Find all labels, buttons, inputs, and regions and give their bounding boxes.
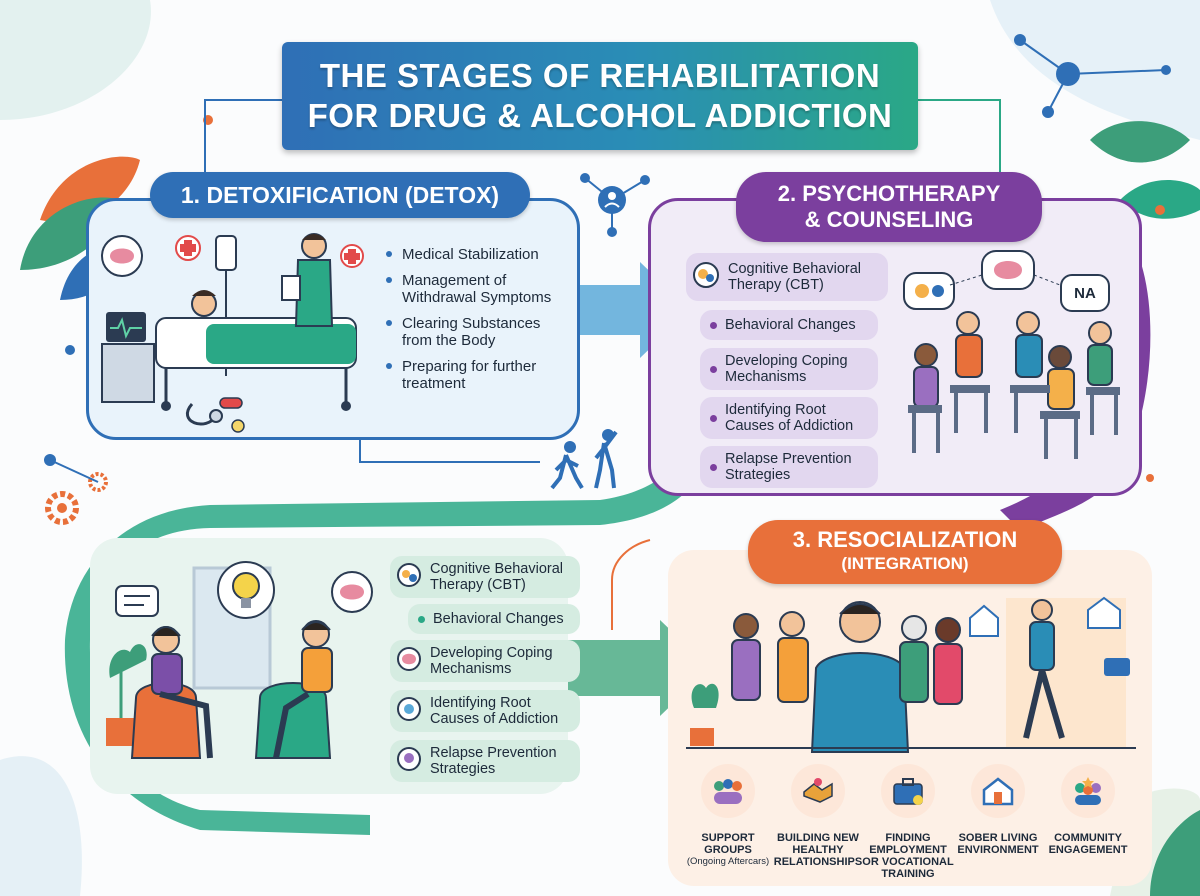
brain-icon	[396, 646, 422, 676]
stage1-bullet: Preparing for further treatment	[384, 358, 570, 392]
stage2-item-cbt: Cognitive Behavioral Therapy (CBT)	[686, 253, 888, 301]
title-banner: THE STAGES OF REHABILITATION FOR DRUG & …	[282, 42, 918, 150]
stage2-item: Developing Coping Mechanisms	[700, 348, 878, 390]
panel-item: Relapse Prevention Strategies	[390, 740, 580, 782]
panel-item: Behavioral Changes	[408, 604, 580, 634]
brain-gear-icon	[396, 562, 422, 592]
leaf-icon	[1090, 121, 1200, 219]
handshake-icon	[791, 764, 845, 818]
walking-person-icon	[550, 429, 618, 490]
corner-blob	[0, 0, 151, 120]
group-therapy-illustration	[903, 250, 1120, 459]
stage1-bullet-list: Medical Stabilization Management of With…	[384, 246, 570, 401]
head-brain-icon	[396, 746, 422, 776]
title-line-1: THE STAGES OF REHABILITATION	[319, 57, 881, 94]
chat-bubble-icon	[115, 585, 159, 617]
corner-blob	[0, 756, 82, 896]
panel-item: Developing Coping Mechanisms	[390, 640, 580, 682]
stage1-bullet: Clearing Substances from the Body	[384, 315, 570, 349]
stage3-item-community: COMMUNITY ENGAGEMENT	[1040, 764, 1136, 856]
house-icon	[969, 604, 999, 637]
house-icon	[1087, 596, 1121, 629]
stage3-item-employment: FINDING EMPLOYMENT OR VOCATIONAL TRAININ…	[860, 764, 956, 880]
plant-icon	[690, 683, 719, 746]
leaf-icon	[1150, 810, 1200, 896]
gear-icon	[45, 472, 108, 525]
stage2-item: Relapse Prevention Strategies	[700, 446, 878, 488]
gear-speech-icon	[903, 272, 955, 310]
stage2-item: Identifying Root Causes of Addiction	[700, 397, 878, 439]
corner-blob	[990, 0, 1200, 140]
briefcase-icon	[881, 764, 935, 818]
lightbulb-icon	[217, 561, 275, 619]
detox-hospital-illustration	[101, 233, 364, 433]
brain-icon	[331, 571, 373, 613]
chairs	[908, 385, 1120, 459]
heart-monitor-icon	[106, 312, 146, 342]
clipboard-icon	[281, 275, 301, 301]
panel-item-cbt: Cognitive Behavioral Therapy (CBT)	[390, 556, 580, 598]
brain-gear-icon	[692, 261, 720, 293]
stage1-heading: 1. DETOXIFICATION (DETOX)	[150, 172, 530, 218]
stage2-heading: 2. PSYCHOTHERAPY & COUNSELING	[736, 172, 1042, 242]
briefcase-icon	[1104, 658, 1130, 676]
stage1-bullet: Management of Withdrawal Symptoms	[384, 272, 570, 306]
brain-icon	[981, 250, 1035, 290]
brain-icon	[101, 235, 143, 277]
head-gear-icon	[396, 696, 422, 726]
support-group-icon	[701, 764, 755, 818]
house-icon	[971, 764, 1025, 818]
stage3-heading: 3. RESOCIALIZATION (INTEGRATION)	[748, 520, 1062, 584]
armchair	[254, 682, 332, 759]
medical-cross-icon	[340, 244, 364, 268]
pill-icon	[219, 397, 243, 409]
stage2-item: Behavioral Changes	[700, 310, 878, 340]
plant-icon	[106, 644, 147, 746]
speech-bubble-na: NA	[1060, 274, 1110, 312]
medical-cross-icon	[175, 235, 201, 261]
panel-item: Identifying Root Causes of Addiction	[390, 690, 580, 732]
stage3-item-sober-living: SOBER LIVING ENVIRONMENT	[950, 764, 1046, 856]
community-icon	[1061, 764, 1115, 818]
title-line-2: FOR DRUG & ALCOHOL ADDICTION	[307, 97, 893, 134]
therapy-session-illustration	[106, 561, 373, 759]
resocialization-illustration	[686, 596, 1136, 753]
iv-bag-icon	[215, 235, 237, 271]
flow-ribbon	[64, 400, 712, 835]
stage1-bullet: Medical Stabilization	[384, 246, 570, 263]
stage3-item-support-groups: SUPPORT GROUPS (Ongoing Aftercars)	[680, 764, 776, 867]
stage3-item-relationships: BUILDING NEW HEALTHY RELATIONSHIPS	[770, 764, 866, 868]
